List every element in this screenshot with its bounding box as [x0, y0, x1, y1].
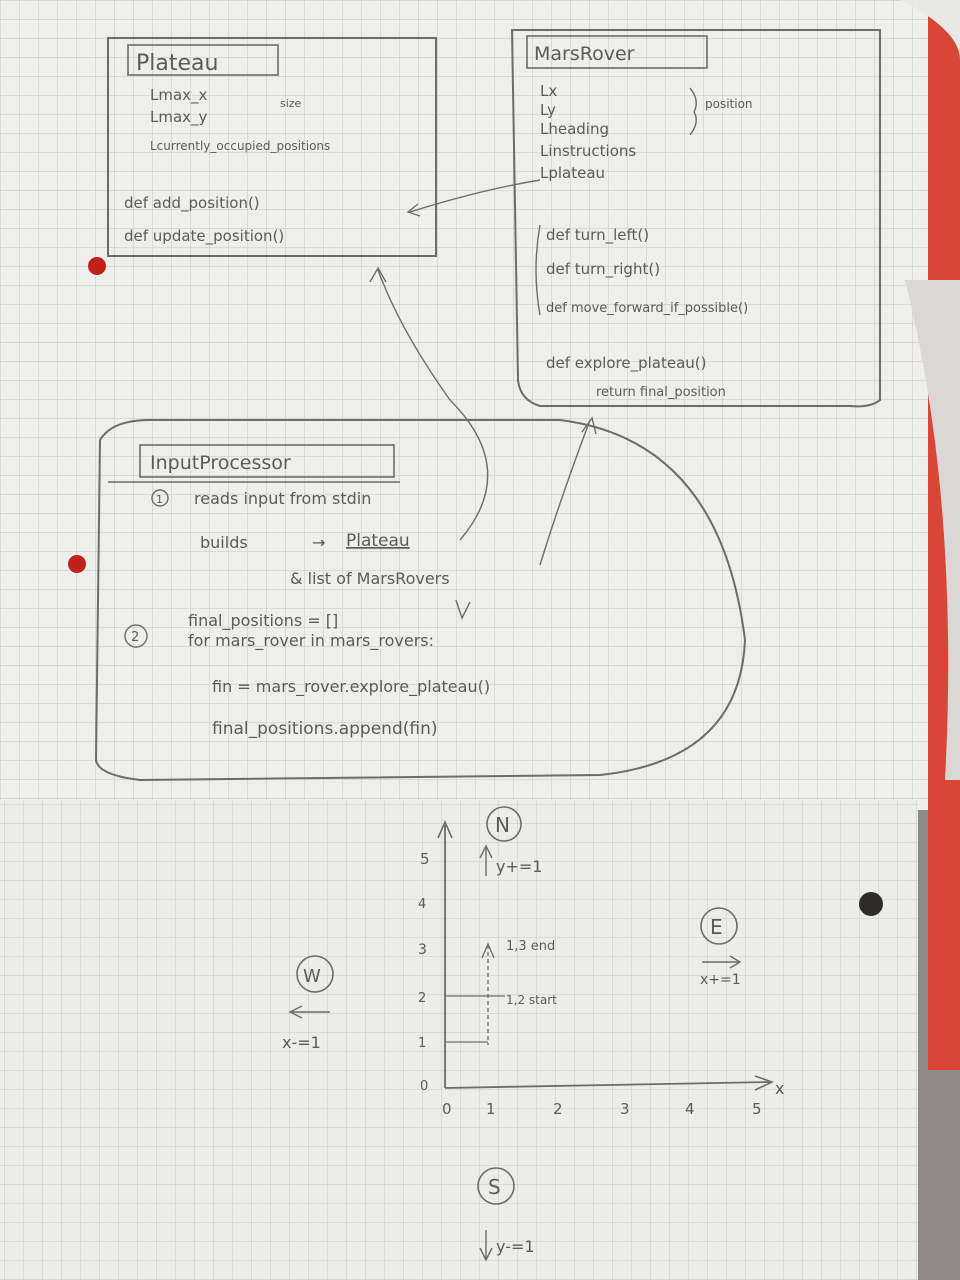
y-axis-arrow-icon: [437, 820, 453, 839]
mars-rover-method-move: def move_forward_if_possible(): [546, 301, 748, 316]
punch-hole: [859, 892, 883, 916]
end-point-label: 1,3 end: [506, 939, 555, 954]
west-arrow-icon: [288, 1005, 330, 1019]
x-tick-1: 1: [486, 1100, 496, 1118]
white-lid: [900, 0, 960, 60]
coordinate-sketch: x 0 1 2 3 4 5 0 1 2 3 4 5 1,3 end 1,2 st…: [282, 806, 784, 1262]
west-rule: x-=1: [282, 1033, 321, 1052]
x-tick-3: 3: [620, 1100, 630, 1118]
y-tick-0: 0: [420, 1079, 428, 1094]
bottom-sheet-grid: [0, 800, 918, 1280]
input-processor-class-box: InputProcessor 1 reads input from stdin …: [94, 419, 747, 782]
mars-rover-position-note: position: [705, 97, 753, 111]
y-tick-4: 4: [418, 897, 426, 912]
west-circle: [296, 955, 334, 993]
north-circle: [486, 806, 522, 842]
mars-rover-explore-returns: return final_position: [596, 385, 726, 400]
step1-text: reads input from stdin: [194, 489, 371, 508]
x-axis-arrow-icon: [754, 1075, 775, 1091]
arrow-head-icon: [581, 416, 597, 435]
builds-rovers-arrow: [539, 419, 591, 566]
east-label: E: [710, 915, 723, 939]
arrow-head-icon: [406, 203, 421, 217]
plateau-attr-max-y: Lmax_y: [150, 108, 208, 127]
arrow-head-icon: [369, 266, 387, 283]
mars-rover-attr-y: Ly: [540, 101, 556, 119]
south-rule: y-=1: [496, 1237, 535, 1256]
plateau-association-line: [409, 179, 541, 213]
plate-edge: [905, 280, 960, 780]
code-loop: for mars_rover in mars_rovers:: [188, 631, 434, 651]
mars-rover-attr-plateau: Lplateau: [540, 164, 605, 182]
plateau-method-add: def add_position(): [124, 194, 260, 213]
start-point-label: 1,2 start: [506, 993, 557, 1007]
x-tick-0: 0: [442, 1100, 452, 1118]
builds-arrow: →: [312, 533, 325, 552]
mars-rover-method-right: def turn_right(): [546, 260, 660, 279]
west-label: W: [303, 966, 321, 987]
east-rule: x+=1: [700, 972, 741, 988]
y-tick-5: 5: [420, 850, 430, 868]
plateau-title: Plateau: [136, 51, 218, 76]
step2-number: 2: [131, 630, 139, 645]
code-append: final_positions.append(fin): [212, 719, 438, 739]
mars-rover-method-explore: def explore_plateau(): [546, 354, 706, 373]
x-axis: [444, 1081, 771, 1089]
mars-rover-method-left: def turn_left(): [546, 226, 649, 245]
punch-hole: [88, 257, 106, 275]
mars-rover-attr-x: Lx: [540, 82, 557, 100]
x-tick-4: 4: [685, 1100, 695, 1118]
south-circle: [477, 1167, 515, 1205]
x-tick-2: 2: [553, 1100, 563, 1118]
down-arrow-icon: [455, 599, 471, 620]
east-circle: [700, 907, 738, 945]
north-rule: y+=1: [496, 857, 542, 876]
step1-number: 1: [156, 493, 163, 506]
plateau-attr-occupied: Lcurrently_occupied_positions: [150, 139, 330, 153]
plateau-method-update: def update_position(): [124, 227, 284, 246]
north-arrow-icon: [479, 844, 493, 876]
builds-plateau: Plateau: [346, 531, 410, 551]
y-tick-3: 3: [418, 942, 427, 958]
punch-hole: [68, 555, 86, 573]
x-tick-5: 5: [752, 1100, 762, 1118]
mars-rover-title: MarsRover: [534, 43, 635, 65]
x-axis-label: x: [775, 1079, 784, 1098]
south-label: S: [488, 1175, 501, 1199]
mars-rover-attr-heading: Lheading: [540, 120, 609, 138]
north-label: N: [495, 813, 510, 837]
builds-rovers: & list of MarsRovers: [290, 569, 450, 588]
y-tick-1: 1: [418, 1036, 426, 1051]
y-tick-2: 2: [418, 991, 426, 1006]
plateau-size-note: size: [280, 97, 302, 110]
builds-label: builds: [200, 533, 248, 552]
code-explore: fin = mars_rover.explore_plateau(): [212, 677, 490, 697]
mars-rover-class-box: MarsRover Lx Ly Lheading position Linstr…: [510, 29, 881, 408]
mars-rover-attr-instructions: Linstructions: [540, 142, 636, 160]
east-arrow-icon: [702, 955, 742, 969]
builds-plateau-arrow: [377, 269, 489, 541]
south-arrow-icon: [479, 1230, 493, 1262]
input-processor-title: InputProcessor: [150, 452, 291, 474]
plateau-class-box: Plateau Lmax_x Lmax_y size Lcurrently_oc…: [107, 37, 437, 257]
plateau-attr-max-x: Lmax_x: [150, 86, 208, 105]
code-init: final_positions = []: [188, 611, 338, 631]
up-arrow-icon: [481, 942, 495, 959]
